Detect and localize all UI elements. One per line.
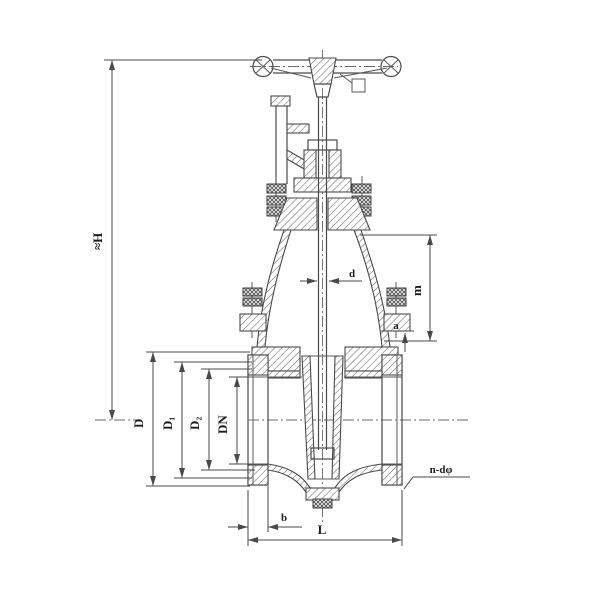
handwheel (250, 55, 402, 98)
handwheel-rim-left-knob (252, 55, 274, 78)
dimension-face-to-face: L (247, 490, 403, 546)
packing-left (303, 149, 317, 179)
bonnet-lug-left (239, 313, 267, 332)
stem (317, 97, 328, 450)
valve-body (247, 354, 403, 509)
stem-tee-head (310, 447, 335, 460)
gate-wedge (301, 355, 344, 480)
dimension-overall-height: ≈H (90, 59, 262, 420)
label-nominal-bore: DN (215, 415, 230, 434)
label-overall-height: ≈H (90, 233, 105, 250)
label-raised-face: D₂ (187, 417, 202, 430)
label-face-to-face: L (318, 522, 327, 537)
handwheel-hub (308, 57, 337, 85)
packing-right (328, 149, 342, 179)
dimension-nominal-bore: DN (215, 376, 250, 465)
dimension-clearance: a (381, 320, 414, 352)
bonnet-top-flange-right (327, 197, 371, 231)
stem-indicator-column (270, 95, 310, 184)
dimension-flange-thickness: b (228, 486, 302, 532)
drain-boss (305, 487, 340, 501)
hub-key-marker (351, 78, 366, 93)
centerlines (95, 50, 470, 523)
dimension-raised-face: D₂ (187, 368, 255, 471)
drain-plug (312, 498, 333, 509)
pipe-wall-top-left (267, 370, 301, 379)
label-flange-od: D (131, 419, 146, 428)
label-bolt-circle: D₁ (160, 417, 175, 430)
dimension-travel: m (360, 234, 437, 342)
callout-bolt-holes: n-dφ (403, 464, 470, 490)
label-clearance: a (393, 320, 399, 332)
dimension-flange-od: D (131, 351, 250, 487)
label-bolt-holes: n-dφ (430, 464, 453, 476)
label-flange-thickness: b (281, 512, 287, 524)
handwheel-rim-right-knob (380, 55, 402, 78)
dimension-bolt-circle: D₁ (160, 361, 252, 479)
gland-flange (293, 177, 352, 193)
label-stem-diameter: d (349, 268, 355, 280)
bonnet-top-flange-left (273, 197, 318, 231)
dimension-stem-diameter: d (300, 268, 362, 284)
pipe-wall-top-right (344, 370, 383, 379)
label-travel: m (409, 285, 424, 296)
